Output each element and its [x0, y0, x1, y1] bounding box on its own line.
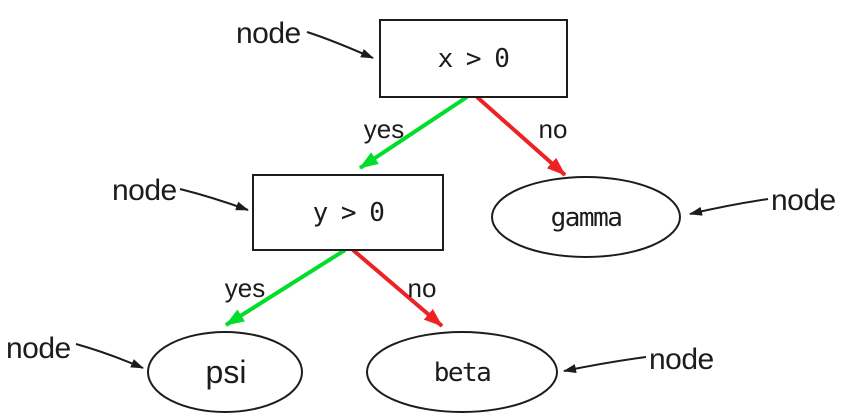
- edge-child-yes-arrow: [224, 248, 347, 327]
- edge-label-yes-1: yes: [364, 114, 404, 144]
- edge-root-no-arrow: [475, 95, 567, 177]
- annotation-label-psi: node: [6, 332, 71, 365]
- edge-label-yes-2: yes: [225, 273, 265, 303]
- edge-label-no-1: no: [539, 114, 568, 144]
- beta-node-label: beta: [434, 358, 491, 388]
- annotation-arrow-beta: [563, 356, 647, 374]
- edge-label-no-2: no: [408, 273, 437, 303]
- gamma-node-label: gamma: [551, 203, 622, 233]
- gamma-node-ellipse: [491, 176, 681, 258]
- annotation-arrow-child: [179, 188, 249, 211]
- annotation-label-child: node: [112, 174, 177, 207]
- root-node-label: x > 0: [438, 44, 509, 74]
- annotation-label-root: node: [236, 17, 301, 50]
- edge-root-yes-arrow: [358, 95, 469, 170]
- psi-node-label: psi: [206, 354, 247, 390]
- annotation-label-beta: node: [649, 343, 714, 376]
- psi-node-ellipse: [147, 331, 303, 413]
- annotation-arrow-root: [306, 31, 374, 59]
- edge-child-no-arrow: [351, 248, 444, 328]
- child-node-box: [252, 174, 444, 251]
- annotation-arrow-psi: [75, 343, 144, 369]
- root-node-box: [379, 19, 568, 98]
- child-node-label: y > 0: [313, 198, 384, 228]
- annotation-arrow-gamma: [689, 198, 769, 216]
- annotation-label-gamma: node: [771, 184, 836, 217]
- beta-node-ellipse: [366, 331, 558, 413]
